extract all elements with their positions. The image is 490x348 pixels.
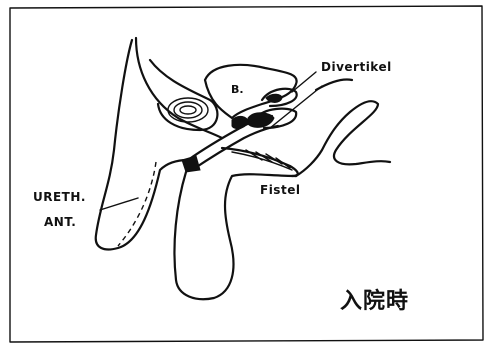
urethra-ant-pointer: [100, 198, 138, 210]
bladder-label: B.: [231, 83, 244, 96]
diverticulum-label: Divertikel: [321, 60, 392, 74]
urethra-label-line2: ANT.: [44, 215, 76, 229]
urethra-stricture-mark: [182, 156, 200, 172]
bladder-outline: [205, 65, 297, 118]
urethra-label-line1: URETH.: [33, 190, 86, 204]
rectal-content-spiral: [168, 98, 208, 122]
fistula-label: Fistel: [260, 183, 300, 197]
perineal-contour: [316, 79, 352, 90]
rectum-outline: [150, 60, 217, 130]
skin-fold-right: [296, 101, 390, 176]
fistula-tract: [222, 148, 298, 176]
caption-label: 入院時: [340, 283, 409, 315]
pelvic-wall-inner: [136, 38, 222, 138]
